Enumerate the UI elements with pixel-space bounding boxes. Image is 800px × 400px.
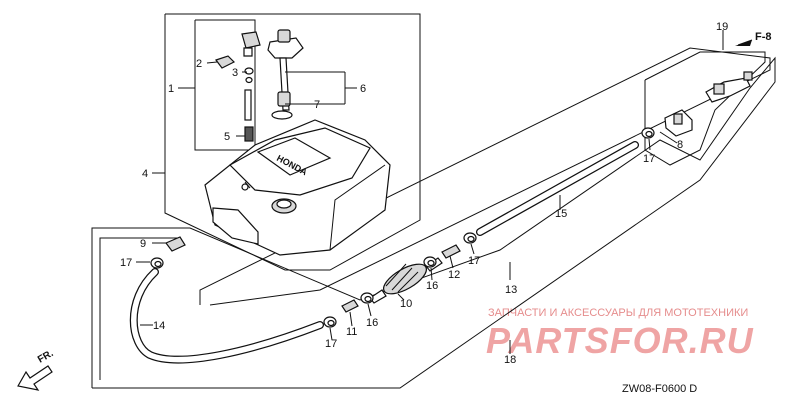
tank-group-outline	[164, 13, 421, 271]
fuel-tank: HONDA	[204, 119, 391, 256]
callout-6: 6	[360, 83, 366, 95]
fitting-assembly	[241, 31, 261, 142]
callout-18: 18	[504, 354, 516, 366]
callout-8: 8	[677, 139, 683, 151]
fuel-pickup-assembly	[267, 29, 304, 111]
watermark-tagline: ЗАПЧАСТИ И АКСЕССУАРЫ ДЛЯ МОТОТЕХНИКИ	[488, 307, 748, 319]
callout-14: 14	[153, 320, 165, 332]
clamps	[150, 127, 655, 328]
callout-13: 13	[505, 284, 517, 296]
callout-17a: 17	[120, 257, 132, 269]
callout-15: 15	[555, 208, 567, 220]
diagram-code: ZW08-F0600 D	[622, 383, 697, 395]
primer-bulb	[369, 257, 443, 304]
front-direction-arrow	[17, 365, 53, 391]
fitting-2	[215, 55, 236, 69]
callout-17b: 17	[325, 338, 337, 350]
callout-12: 12	[448, 269, 460, 281]
hose-group-outline	[199, 47, 771, 306]
callout-7: 7	[314, 99, 320, 111]
callout-19: 19	[716, 21, 728, 33]
callout-1: 1	[168, 83, 174, 95]
hose-14	[129, 268, 324, 364]
inner-hose-outline	[99, 237, 180, 380]
connector-group-outline	[644, 51, 766, 166]
callout-16a: 16	[426, 280, 438, 292]
leader-lines	[136, 30, 724, 354]
callout-11: 11	[346, 326, 357, 338]
callout-4: 4	[142, 168, 148, 180]
washer-7	[271, 110, 293, 120]
callout-5: 5	[224, 131, 230, 143]
callout-16b: 16	[366, 317, 378, 329]
callout-9: 9	[140, 238, 146, 250]
callout-3: 3	[232, 67, 238, 79]
reference-arrow	[735, 39, 753, 46]
outer-group-outline	[91, 56, 776, 389]
watermark-brand: PARTSFOR.RU	[486, 320, 754, 361]
connector-8	[664, 109, 693, 137]
fittings-small	[165, 236, 461, 313]
callout-17d: 17	[643, 153, 655, 165]
callout-2: 2	[196, 58, 202, 70]
hose-15	[476, 141, 639, 236]
callout-17c: 17	[468, 255, 480, 267]
front-direction-label: FR.	[36, 348, 56, 366]
connector-19	[705, 71, 753, 103]
callout-10: 10	[400, 298, 412, 310]
reference-label: F-8	[755, 31, 772, 43]
